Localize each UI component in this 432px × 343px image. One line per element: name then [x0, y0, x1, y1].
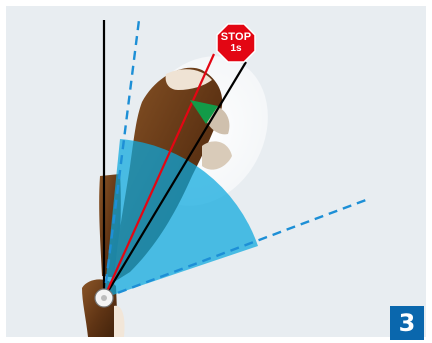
knee-joint-center	[101, 295, 107, 301]
step-number-badge: 3	[390, 306, 424, 340]
stop-label: STOP	[221, 32, 252, 43]
knee-flexion-diagram: STOP 1s	[6, 6, 426, 337]
stop-duration: 1s	[230, 44, 241, 54]
shin-highlight	[114, 306, 125, 337]
stop-sign-icon: STOP 1s	[216, 23, 256, 63]
